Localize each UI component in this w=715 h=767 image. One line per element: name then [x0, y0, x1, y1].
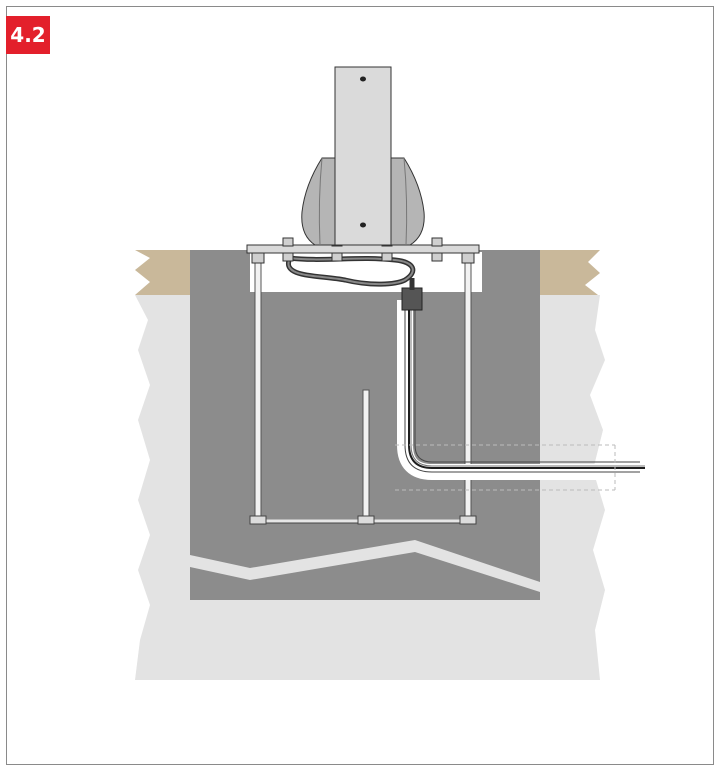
post-bolt-bottom	[360, 222, 366, 228]
base-plate	[246, 244, 480, 254]
flare-shade-right	[403, 157, 408, 246]
figure-frame	[6, 6, 714, 765]
anchor-frame-bottom	[249, 515, 477, 525]
cable-gland	[401, 287, 423, 311]
post	[334, 66, 392, 246]
flare-shade-left	[318, 157, 323, 246]
post-bolt-top	[360, 76, 366, 82]
step-number-badge: 4.2	[6, 16, 50, 54]
foundation-crack-band	[190, 540, 540, 592]
cable-loop-highlight	[287, 257, 414, 286]
cable-conduit	[395, 300, 645, 491]
